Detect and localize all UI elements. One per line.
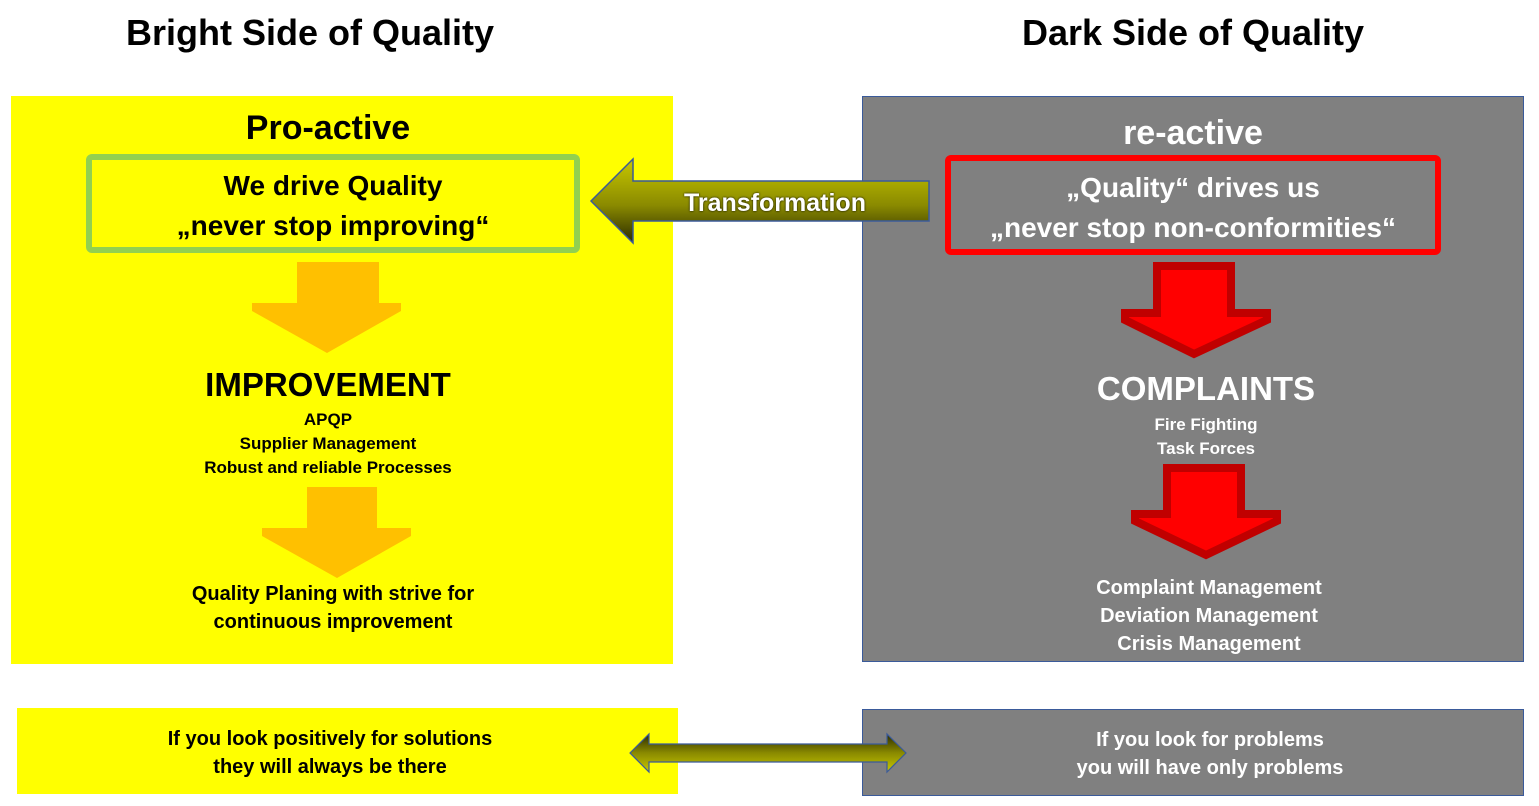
- bright-bottom-line2: they will always be there: [213, 756, 447, 778]
- quality-planning-line2: continuous improvement: [213, 611, 453, 633]
- orange-down-arrow-2: [262, 487, 411, 578]
- complaints-item: Task Forces: [1157, 439, 1255, 458]
- red-down-arrow-1: [1121, 262, 1271, 359]
- bright-bottom-box: [17, 708, 678, 794]
- bright-motto-line2: „never stop improving“: [176, 210, 490, 241]
- dark-motto-box: [945, 155, 1441, 255]
- bright-bottom-line1: If you look positively for solutions: [167, 728, 493, 750]
- quality-planning-line1: Quality Planing with strive for: [191, 583, 475, 605]
- improvement-title: IMPROVEMENT: [205, 366, 451, 403]
- dark-bottom-box: [862, 709, 1524, 796]
- orange-down-arrow-1: [252, 262, 401, 353]
- dark-motto-line2: „never stop non-conformities“: [989, 212, 1397, 243]
- complaints-title: COMPLAINTS: [1096, 370, 1316, 407]
- double-headed-arrow: [629, 732, 907, 774]
- transformation-label: Transformation: [684, 189, 866, 217]
- dark-bottom-line1: If you look for problems: [1096, 729, 1324, 751]
- improvement-item: Robust and reliable Processes: [204, 458, 452, 477]
- management-item: Crisis Management: [1117, 633, 1301, 655]
- dark-bottom-line2: you will have only problems: [1076, 757, 1344, 779]
- bright-side-heading: Bright Side of Quality: [125, 12, 494, 53]
- management-item: Deviation Management: [1100, 605, 1318, 627]
- management-item: Complaint Management: [1096, 577, 1322, 599]
- re-active-label: re-active: [1123, 114, 1263, 152]
- improvement-item: APQP: [303, 410, 353, 429]
- complaints-item: Fire Fighting: [1154, 415, 1258, 434]
- dark-motto-line1: „Quality“ drives us: [1066, 172, 1320, 203]
- pro-active-label: Pro-active: [245, 109, 411, 147]
- bright-motto-line1: We drive Quality: [223, 170, 443, 201]
- bright-motto-box: [86, 154, 580, 253]
- red-down-arrow-2: [1131, 464, 1281, 560]
- transformation-arrow: [589, 157, 930, 245]
- dark-side-panel: [862, 96, 1524, 662]
- dark-side-heading: Dark Side of Quality: [1021, 12, 1365, 53]
- improvement-item: Supplier Management: [239, 434, 417, 453]
